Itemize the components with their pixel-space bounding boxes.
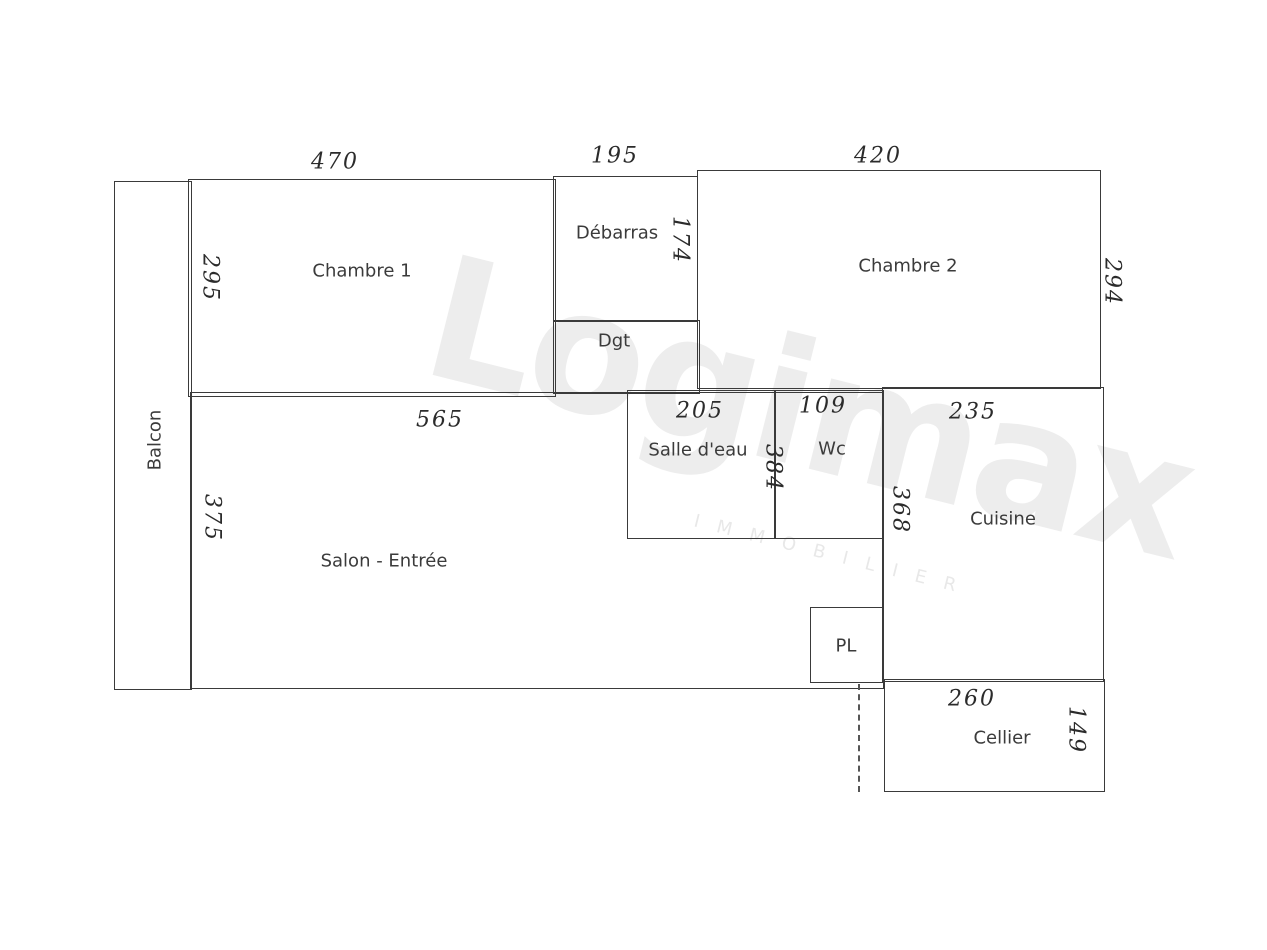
dim-cuisine-height: 368: [887, 486, 913, 534]
room-chambre-2: [697, 170, 1101, 389]
label-salon-entree: Salon - Entrée: [320, 550, 448, 572]
label-balcon: Balcon: [144, 409, 166, 471]
label-cuisine: Cuisine: [970, 508, 1036, 530]
dim-cuisine-width: 235: [949, 399, 997, 425]
label-pl: PL: [835, 635, 857, 657]
room-dgt: [553, 320, 700, 394]
label-dgt: Dgt: [597, 330, 631, 352]
dim-wc-width: 109: [799, 393, 847, 419]
label-wc: Wc: [818, 438, 846, 460]
dim-salon-width: 565: [416, 407, 464, 433]
label-chambre-1: Chambre 1: [312, 260, 412, 282]
room-chambre-1: [188, 179, 556, 397]
dim-salon-height: 375: [199, 494, 225, 542]
dim-chambre2-width: 420: [854, 143, 902, 169]
dim-chambre1-height: 295: [197, 254, 223, 302]
label-debarras: Débarras: [575, 222, 659, 244]
room-salle-eau: [627, 390, 776, 539]
label-cellier: Cellier: [973, 727, 1031, 749]
dim-debarras-height: 174: [667, 216, 693, 264]
label-salle-eau: Salle d'eau: [648, 439, 748, 461]
room-salon-entree: [190, 392, 884, 689]
dim-salle-eau-height: 384: [760, 444, 786, 492]
dim-debarras-width: 195: [591, 143, 639, 169]
dim-cellier-height: 149: [1063, 706, 1089, 754]
room-wc: [774, 390, 884, 539]
dim-chambre1-width: 470: [311, 149, 359, 175]
dim-chambre2-height: 294: [1099, 258, 1125, 306]
dashed-boundary: [858, 684, 860, 792]
room-cuisine: [882, 387, 1104, 682]
label-chambre-2: Chambre 2: [858, 255, 958, 277]
room-balcon: [114, 181, 192, 690]
room-pl: [810, 607, 884, 683]
room-cellier: [884, 679, 1105, 792]
dim-cellier-width: 260: [948, 686, 996, 712]
dim-salle-eau-width: 205: [676, 398, 724, 424]
